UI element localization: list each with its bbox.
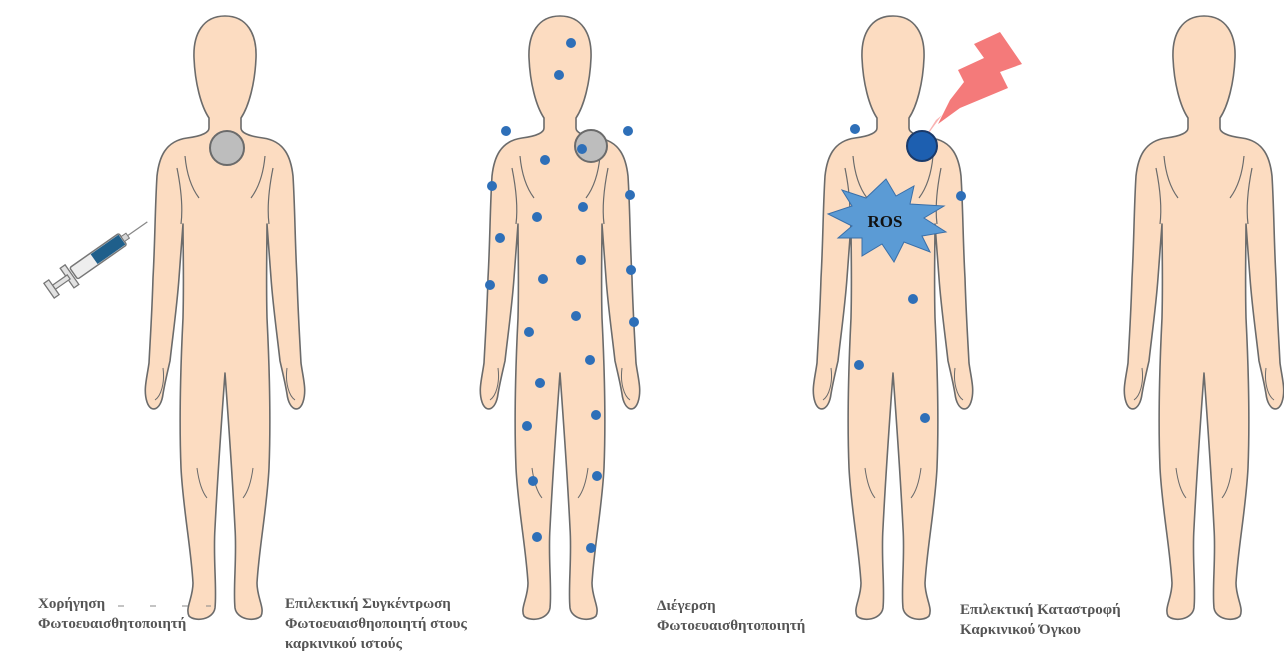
tumor-icon	[210, 131, 244, 165]
lightning-icon	[938, 32, 1022, 124]
caption-line: καρκινικού ιστούς	[285, 634, 467, 654]
caption-line: Φωτοευαισθηοποιητή στους	[285, 614, 467, 634]
caption-destruction: Επιλεκτική Καταστροφή Καρκινικού Όγκου	[960, 600, 1121, 640]
stage-excitation: ROS	[813, 16, 1022, 619]
caption-line: Επιλεκτική Συγκέντρωση	[285, 594, 467, 614]
caption-line: Διέγερση	[657, 596, 805, 616]
stage-accumulation	[480, 16, 639, 619]
caption-line: Καρκινικού Όγκου	[960, 620, 1121, 640]
stage-destruction	[1124, 16, 1283, 619]
caption-line: Φωτοευαισθητοποιητή	[38, 614, 186, 634]
caption-line: Φωτοευαισθητοποιητή	[657, 616, 805, 636]
human-body-figure	[1124, 16, 1283, 619]
caption-line: Χορήγηση	[38, 594, 186, 614]
caption-administration: Χορήγηση Φωτοευαισθητοποιητή	[38, 594, 186, 634]
caption-excitation: Διέγερση Φωτοευαισθητοποιητή	[657, 596, 805, 636]
human-body-figure	[480, 16, 639, 619]
human-body-figure	[145, 16, 304, 619]
stage-administration	[42, 16, 305, 619]
tumor-icon	[907, 131, 937, 161]
syringe-icon	[42, 212, 154, 300]
ros-label: ROS	[868, 212, 903, 231]
caption-line: Επιλεκτική Καταστροφή	[960, 600, 1121, 620]
caption-accumulation: Επιλεκτική Συγκέντρωση Φωτοευαισθηοποιητ…	[285, 594, 467, 654]
